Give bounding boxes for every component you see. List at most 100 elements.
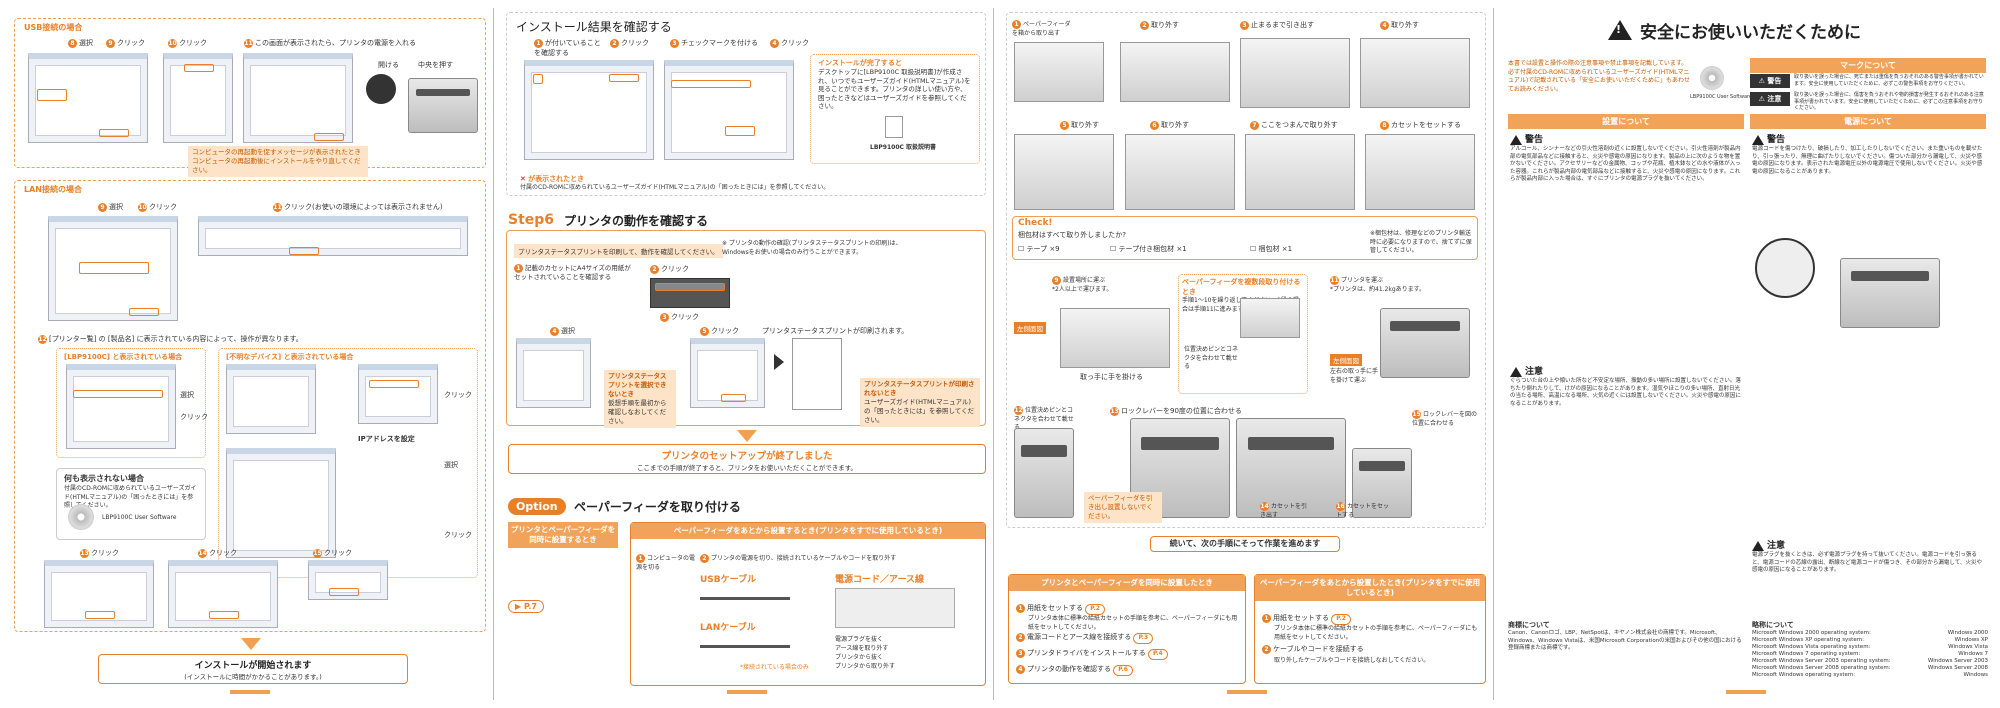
check-item-tape: ☐ テープ ×9 [1018,245,1060,253]
manual-note-title: インストールが完了すると [818,59,902,67]
case-a-click: クリック [180,413,208,421]
left-summary-sub: プリンタ本体に標準の給紙カセットの手順を参考に、ペーパーフィーダにも用紙をセット… [1028,615,1238,631]
power-caution-text: 電源プラグを抜くときは、必ず電源プラグを持って抜いてください。電源コードを引っ張… [1752,552,1982,573]
setup-complete-sub: ここまでの手順が終了すると、プリンタをお使いいただくことができます。 [636,464,858,472]
page-3-link[interactable]: P.3 [1133,633,1154,644]
abbr-row: Microsoft Windows 2000 operating system:… [1752,630,1988,636]
power-switch-illustration [366,74,396,104]
cord-step-1: 電源プラグを抜く [835,636,884,643]
page-indicator-2 [727,690,767,694]
abbr-row: Microsoft Windows operating system:Windo… [1752,672,1988,678]
lan-final-screenshot-1 [44,560,154,628]
status-intro: プリンタステータスプリントを印刷して、動作を確認してください。 [514,244,723,258]
bot-step-12: 12位置決めピンとコネクタを合わせて載せる [1014,406,1074,431]
feeder-note: ペーパーフィーダを引き出し設置しないでください。 [1084,492,1162,523]
manual-document-icon [885,116,903,138]
install-start-title: インストールが開始されます [194,661,312,671]
left-side-badge: 左側面図 [1014,322,1046,334]
abbr-row: Microsoft Windows XP operating system:Wi… [1752,637,1988,643]
page-2-link-b[interactable]: P.2 [1331,614,1351,625]
option-left-box: プリンタとペーパーフィーダを同時に設置するとき [508,522,618,552]
option-right-box: ペーパーフィーダをあとから設置するとき(プリンタをすでに使用しているとき) [630,522,986,686]
step6-label: Step6 [508,212,555,228]
result-section [506,12,986,196]
press-center-label: 中央を押す [418,61,453,69]
abbr-row: Microsoft Windows Server 2003 operating … [1752,658,1988,664]
feeder-illustration-4 [1360,38,1470,108]
warn-mark-desc: 取り扱いを誤った場合に、死亡または重傷を負うおそれのある警告事項が書かれています… [1794,74,1984,87]
abbr-table: Microsoft Windows 2000 operating system:… [1752,630,1988,679]
abbr-row: Microsoft Windows Server 2008 operating … [1752,665,1988,671]
cd-rom-label: LBP9100C User Software [102,514,177,521]
page-indicator-3 [1227,690,1267,694]
page-4-link[interactable]: P.4 [1147,649,1168,660]
feeder-box-illustration [1014,42,1104,102]
case-b-click-2: クリック [444,531,472,539]
option-right-head: ペーパーフィーダをあとから設置するとき(プリンタをすでに使用しているとき) [631,523,985,539]
status-print-screenshot-2 [690,338,765,408]
check-item-packing: ☐ 梱包材 ×1 [1250,245,1293,253]
left-side-badge-2: 左側面図 [1330,354,1362,366]
open-label: 開ける [378,61,399,69]
down-arrow [241,638,261,650]
feeder-illustration-3 [1240,38,1350,108]
result-heading: インストール結果を確認する [516,20,672,34]
page-6-link[interactable]: P.6 [1113,665,1133,676]
abbr-head: 略称について [1752,621,1794,629]
setup-complete-box: プリンタのセットアップが終了しました ここまでの手順が終了すると、プリンタをお使… [508,444,986,474]
usb-cable-label: USBケーブル [700,575,757,585]
usb-restart-note: コンピュータの再起動を促すメッセージが表示されたとき コンピュータの再起動後にイ… [188,146,368,177]
page-2-link[interactable]: P.2 [1085,604,1105,615]
status-print-screenshot-1 [516,338,591,408]
play-arrow-icon [774,354,784,370]
carry-feeder-illustration [1060,308,1170,368]
cord-step-3: プリンタから抜く [835,654,884,661]
install-caution-text: ぐらついた台の上や傾いた所など不安定な場所、振動の多い場所に設置しないでください… [1510,378,1741,407]
power-printer-illustration [1840,258,1940,328]
check-note: ※梱包材は、修理などのプリンタ輸送時に必要になりますので、捨てずに保管してくださ… [1370,230,1472,254]
setup-complete-title: プリンタのセットアップが終了しました [661,451,833,462]
no-print-note: プリンタステータスプリントを選択できないとき 仮想手順を最初から確認しなおしてく… [604,370,676,428]
page-indicator [230,690,270,694]
safety-exclamation: ! [1616,23,1622,36]
lan-step-12: 12[プリンター覧] の [製品名] に表示されている内容によって、操作が異なり… [38,335,303,344]
next-label-box: 続いて、次の手順にそって作業を進めます [1150,536,1340,552]
case-a-screenshot [66,364,176,449]
ip-setting-title: IPアドレスを設定 [358,435,415,443]
grip-note: 左右の取っ手に手を掛けて運ぶ [1330,368,1379,384]
safety-warning-icon [1608,20,1632,40]
printer-illustration [408,78,478,133]
trademark-text: Canon、Canonロゴ、LBP、NetSpotは、キヤノン株式会社の商標です… [1508,630,1742,651]
cable-note: *接続されている場合のみ [740,664,809,671]
feeder-illustration-2 [1120,42,1230,102]
page-7-link[interactable]: ▶ P.7 [508,600,544,613]
lan-final-screenshot-3 [308,560,388,600]
case-a-box [56,348,206,458]
install-warning-label: 警告 [1510,132,1543,145]
lan-final-screenshot-2 [168,560,278,628]
power-head: 電源について [1750,114,1986,129]
usb-dialog-screenshot-3 [243,53,353,143]
abbr-row: Microsoft Windows Vista operating system… [1752,644,1988,650]
abbr-row: Microsoft Windows 7 operating system:Win… [1752,651,1988,657]
status-note: ※ プリンタの動作の確認(プリンタステータスプリントの印刷)は、Windowsを… [722,240,902,256]
